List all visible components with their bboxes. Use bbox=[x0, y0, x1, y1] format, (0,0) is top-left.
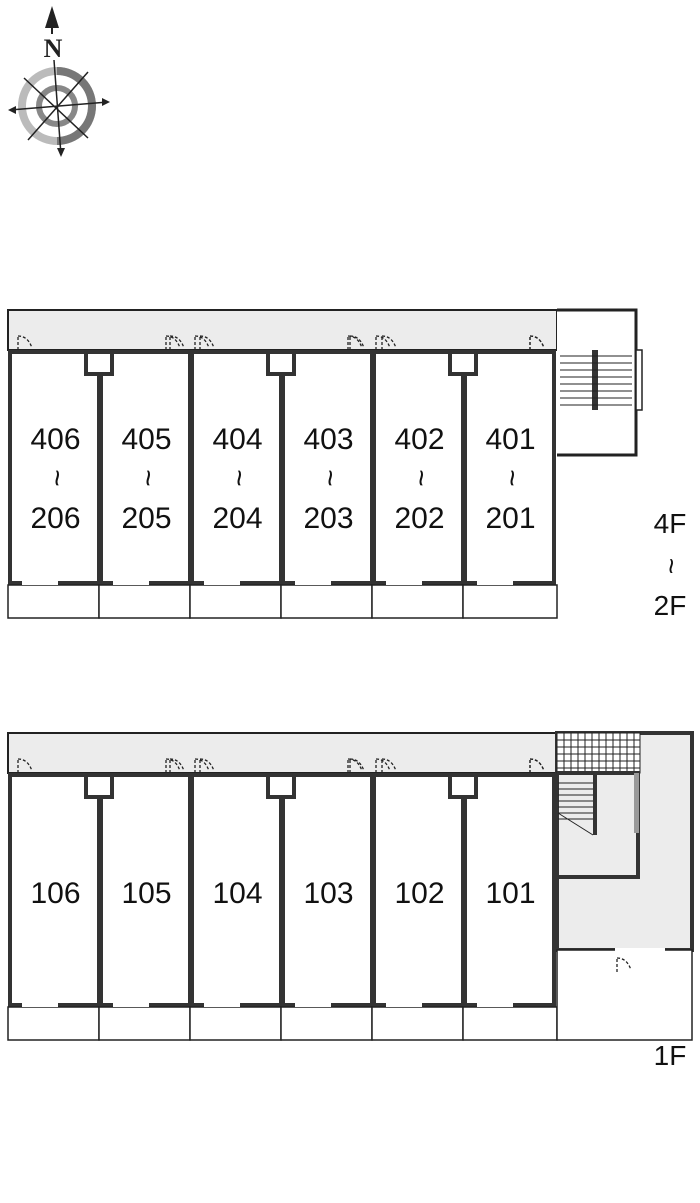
floor-label-to: 2F bbox=[654, 590, 687, 621]
door-icon bbox=[529, 335, 545, 350]
balcony bbox=[462, 584, 558, 619]
unit-number-bottom: 203 bbox=[303, 502, 353, 535]
door-icon bbox=[349, 758, 365, 773]
pipe-shaft bbox=[266, 350, 296, 376]
door-icon bbox=[349, 335, 365, 350]
door-icon bbox=[194, 758, 210, 773]
unit-room bbox=[463, 350, 556, 585]
balcony bbox=[189, 584, 282, 619]
unit-number: 101 bbox=[485, 877, 535, 910]
pipe-shaft bbox=[84, 773, 114, 799]
stair-railing bbox=[635, 349, 643, 411]
balcony bbox=[371, 1006, 464, 1041]
door-icon bbox=[165, 335, 181, 350]
door-icon bbox=[375, 758, 391, 773]
unit-range-mark: ~ bbox=[405, 469, 438, 487]
unit-number-bottom: 201 bbox=[485, 502, 535, 535]
window bbox=[477, 1003, 513, 1007]
balcony bbox=[280, 584, 373, 619]
unit-room bbox=[99, 350, 192, 585]
floor-label-1f: 1F bbox=[654, 1040, 687, 1071]
lower-building-plan: 106 105 104 103 102 101 bbox=[7, 731, 694, 1041]
unit-number-bottom: 206 bbox=[30, 502, 80, 535]
pipe-shaft bbox=[448, 350, 478, 376]
door-icon bbox=[17, 758, 33, 773]
window bbox=[22, 581, 58, 585]
stair-core bbox=[592, 350, 598, 410]
corridor bbox=[7, 732, 558, 774]
door-icon bbox=[381, 758, 397, 773]
floor-label-from: 4F bbox=[654, 508, 687, 539]
balcony bbox=[371, 584, 464, 619]
entry-door-opening bbox=[615, 948, 665, 952]
unit-range-mark: ~ bbox=[496, 469, 529, 487]
unit-number-bottom: 202 bbox=[394, 502, 444, 535]
window bbox=[295, 1003, 331, 1007]
unit-room bbox=[463, 773, 556, 1007]
unit-number: 105 bbox=[121, 877, 171, 910]
door-icon bbox=[169, 335, 185, 350]
unit-number-top: 405 bbox=[121, 423, 171, 456]
unit-number-bottom: 204 bbox=[212, 502, 262, 535]
unit-number: 103 bbox=[303, 877, 353, 910]
balcony bbox=[98, 584, 191, 619]
unit-range-mark: ~ bbox=[223, 469, 256, 487]
door-icon bbox=[199, 335, 215, 350]
pipe-shaft bbox=[84, 350, 114, 376]
door-icon bbox=[616, 957, 632, 972]
unit-number: 102 bbox=[394, 877, 444, 910]
stair-core bbox=[593, 773, 597, 835]
door-icon bbox=[199, 758, 215, 773]
window bbox=[386, 581, 422, 585]
unit-number-top: 406 bbox=[30, 423, 80, 456]
balcony bbox=[189, 1006, 282, 1041]
window bbox=[477, 581, 513, 585]
balcony bbox=[280, 1006, 373, 1041]
balcony bbox=[462, 1006, 558, 1041]
unit-room bbox=[281, 350, 374, 585]
door-icon bbox=[194, 335, 210, 350]
door-icon bbox=[529, 758, 545, 773]
balcony bbox=[98, 1006, 191, 1041]
unit-number-top: 402 bbox=[394, 423, 444, 456]
door-icon bbox=[347, 758, 363, 773]
balcony bbox=[7, 584, 100, 619]
unit-number-top: 403 bbox=[303, 423, 353, 456]
unit-range-mark: ~ bbox=[132, 469, 165, 487]
door-icon bbox=[17, 335, 33, 350]
unit-number: 106 bbox=[30, 877, 80, 910]
corridor bbox=[7, 309, 558, 351]
upper-building-plan: 406 ~206 405 ~205 404 ~204 403 ~203 402 ~202 401 ~2… bbox=[7, 308, 643, 619]
entry-porch bbox=[556, 949, 693, 1041]
unit-room bbox=[372, 350, 465, 585]
unit-range-mark: ~ bbox=[314, 469, 347, 487]
north-label: N bbox=[44, 34, 63, 63]
unit-number-bottom: 205 bbox=[121, 502, 171, 535]
window bbox=[295, 581, 331, 585]
window bbox=[113, 581, 149, 585]
pipe-shaft bbox=[266, 773, 296, 799]
door-icon bbox=[169, 758, 185, 773]
unit-number-top: 401 bbox=[485, 423, 535, 456]
unit-room bbox=[8, 350, 101, 585]
stair-railing bbox=[634, 773, 639, 833]
compass-icon: N bbox=[8, 6, 110, 157]
unit-room bbox=[190, 350, 283, 585]
door-icon bbox=[375, 335, 391, 350]
floor-range-mark: ~ bbox=[656, 558, 687, 574]
pipe-shaft bbox=[448, 773, 478, 799]
unit-number-top: 404 bbox=[212, 423, 262, 456]
window bbox=[22, 1003, 58, 1007]
window bbox=[204, 581, 240, 585]
stair-line bbox=[557, 812, 594, 836]
door-icon bbox=[381, 335, 397, 350]
door-icon bbox=[165, 758, 181, 773]
door-icon bbox=[347, 335, 363, 350]
window bbox=[204, 1003, 240, 1007]
window bbox=[113, 1003, 149, 1007]
unit-range-mark: ~ bbox=[41, 469, 74, 487]
unit-number: 104 bbox=[212, 877, 262, 910]
window bbox=[386, 1003, 422, 1007]
balcony bbox=[7, 1006, 100, 1041]
